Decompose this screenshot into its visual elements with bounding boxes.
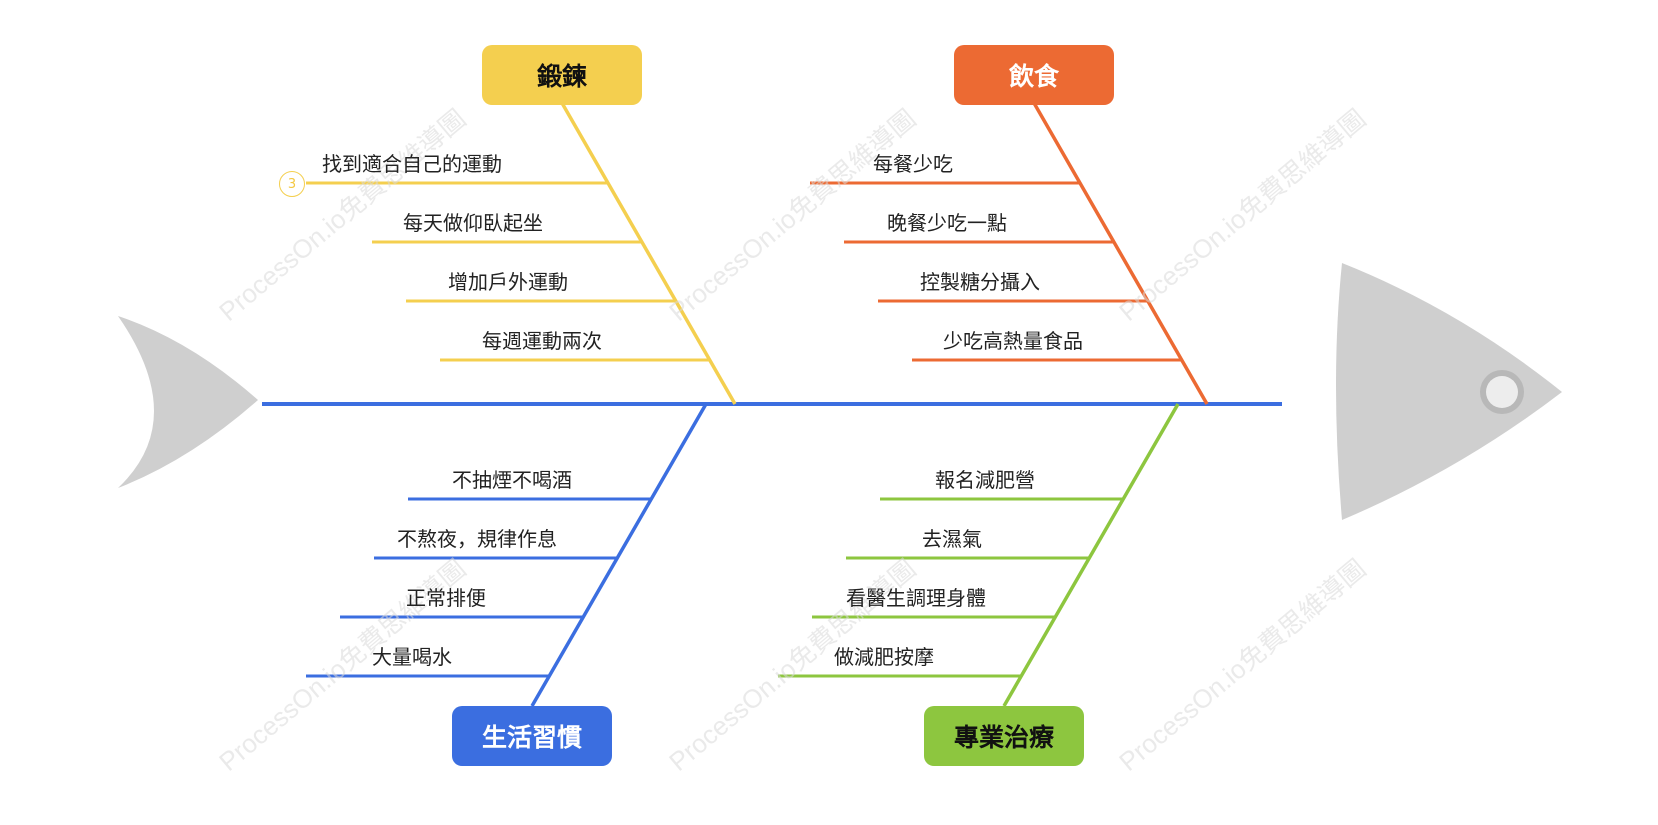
cause-item-treatment[interactable]: 做減肥按摩 xyxy=(834,645,934,669)
cause-item-lifestyle[interactable]: 大量喝水 xyxy=(372,645,452,669)
treatment-bone xyxy=(1002,403,1180,707)
cause-item-exercise[interactable]: 每週運動兩次 xyxy=(482,329,602,353)
cause-item-treatment[interactable]: 報名減肥營 xyxy=(935,468,1035,492)
collapse-count-badge[interactable]: 3 xyxy=(279,171,305,197)
cause-item-diet[interactable]: 少吃高熱量食品 xyxy=(943,329,1083,353)
cause-item-lifestyle[interactable]: 不熬夜，規律作息 xyxy=(397,527,557,551)
exercise-bone xyxy=(560,102,737,405)
fish-head xyxy=(1336,263,1562,520)
category-treatment[interactable]: 專業治療 xyxy=(924,706,1084,766)
cause-item-treatment[interactable]: 去濕氣 xyxy=(922,527,982,551)
cause-item-diet[interactable]: 晚餐少吃一點 xyxy=(887,211,1007,235)
cause-item-exercise[interactable]: 每天做仰臥起坐 xyxy=(403,211,543,235)
fish-tail xyxy=(118,316,258,488)
category-exercise[interactable]: 鍛鍊 xyxy=(482,45,642,105)
cause-item-exercise[interactable]: 找到適合自己的運動 xyxy=(322,152,502,176)
cause-item-diet[interactable]: 每餐少吃 xyxy=(873,152,953,176)
lifestyle-bone xyxy=(530,403,708,707)
category-lifestyle[interactable]: 生活習慣 xyxy=(452,706,612,766)
cause-item-exercise[interactable]: 增加戶外運動 xyxy=(448,270,568,294)
cause-item-diet[interactable]: 控製糖分攝入 xyxy=(920,270,1040,294)
category-diet[interactable]: 飲食 xyxy=(954,45,1114,105)
cause-item-lifestyle[interactable]: 不抽煙不喝酒 xyxy=(452,468,572,492)
diet-bone xyxy=(1032,102,1209,405)
cause-item-lifestyle[interactable]: 正常排便 xyxy=(406,586,486,610)
cause-item-treatment[interactable]: 看醫生調理身體 xyxy=(846,586,986,610)
